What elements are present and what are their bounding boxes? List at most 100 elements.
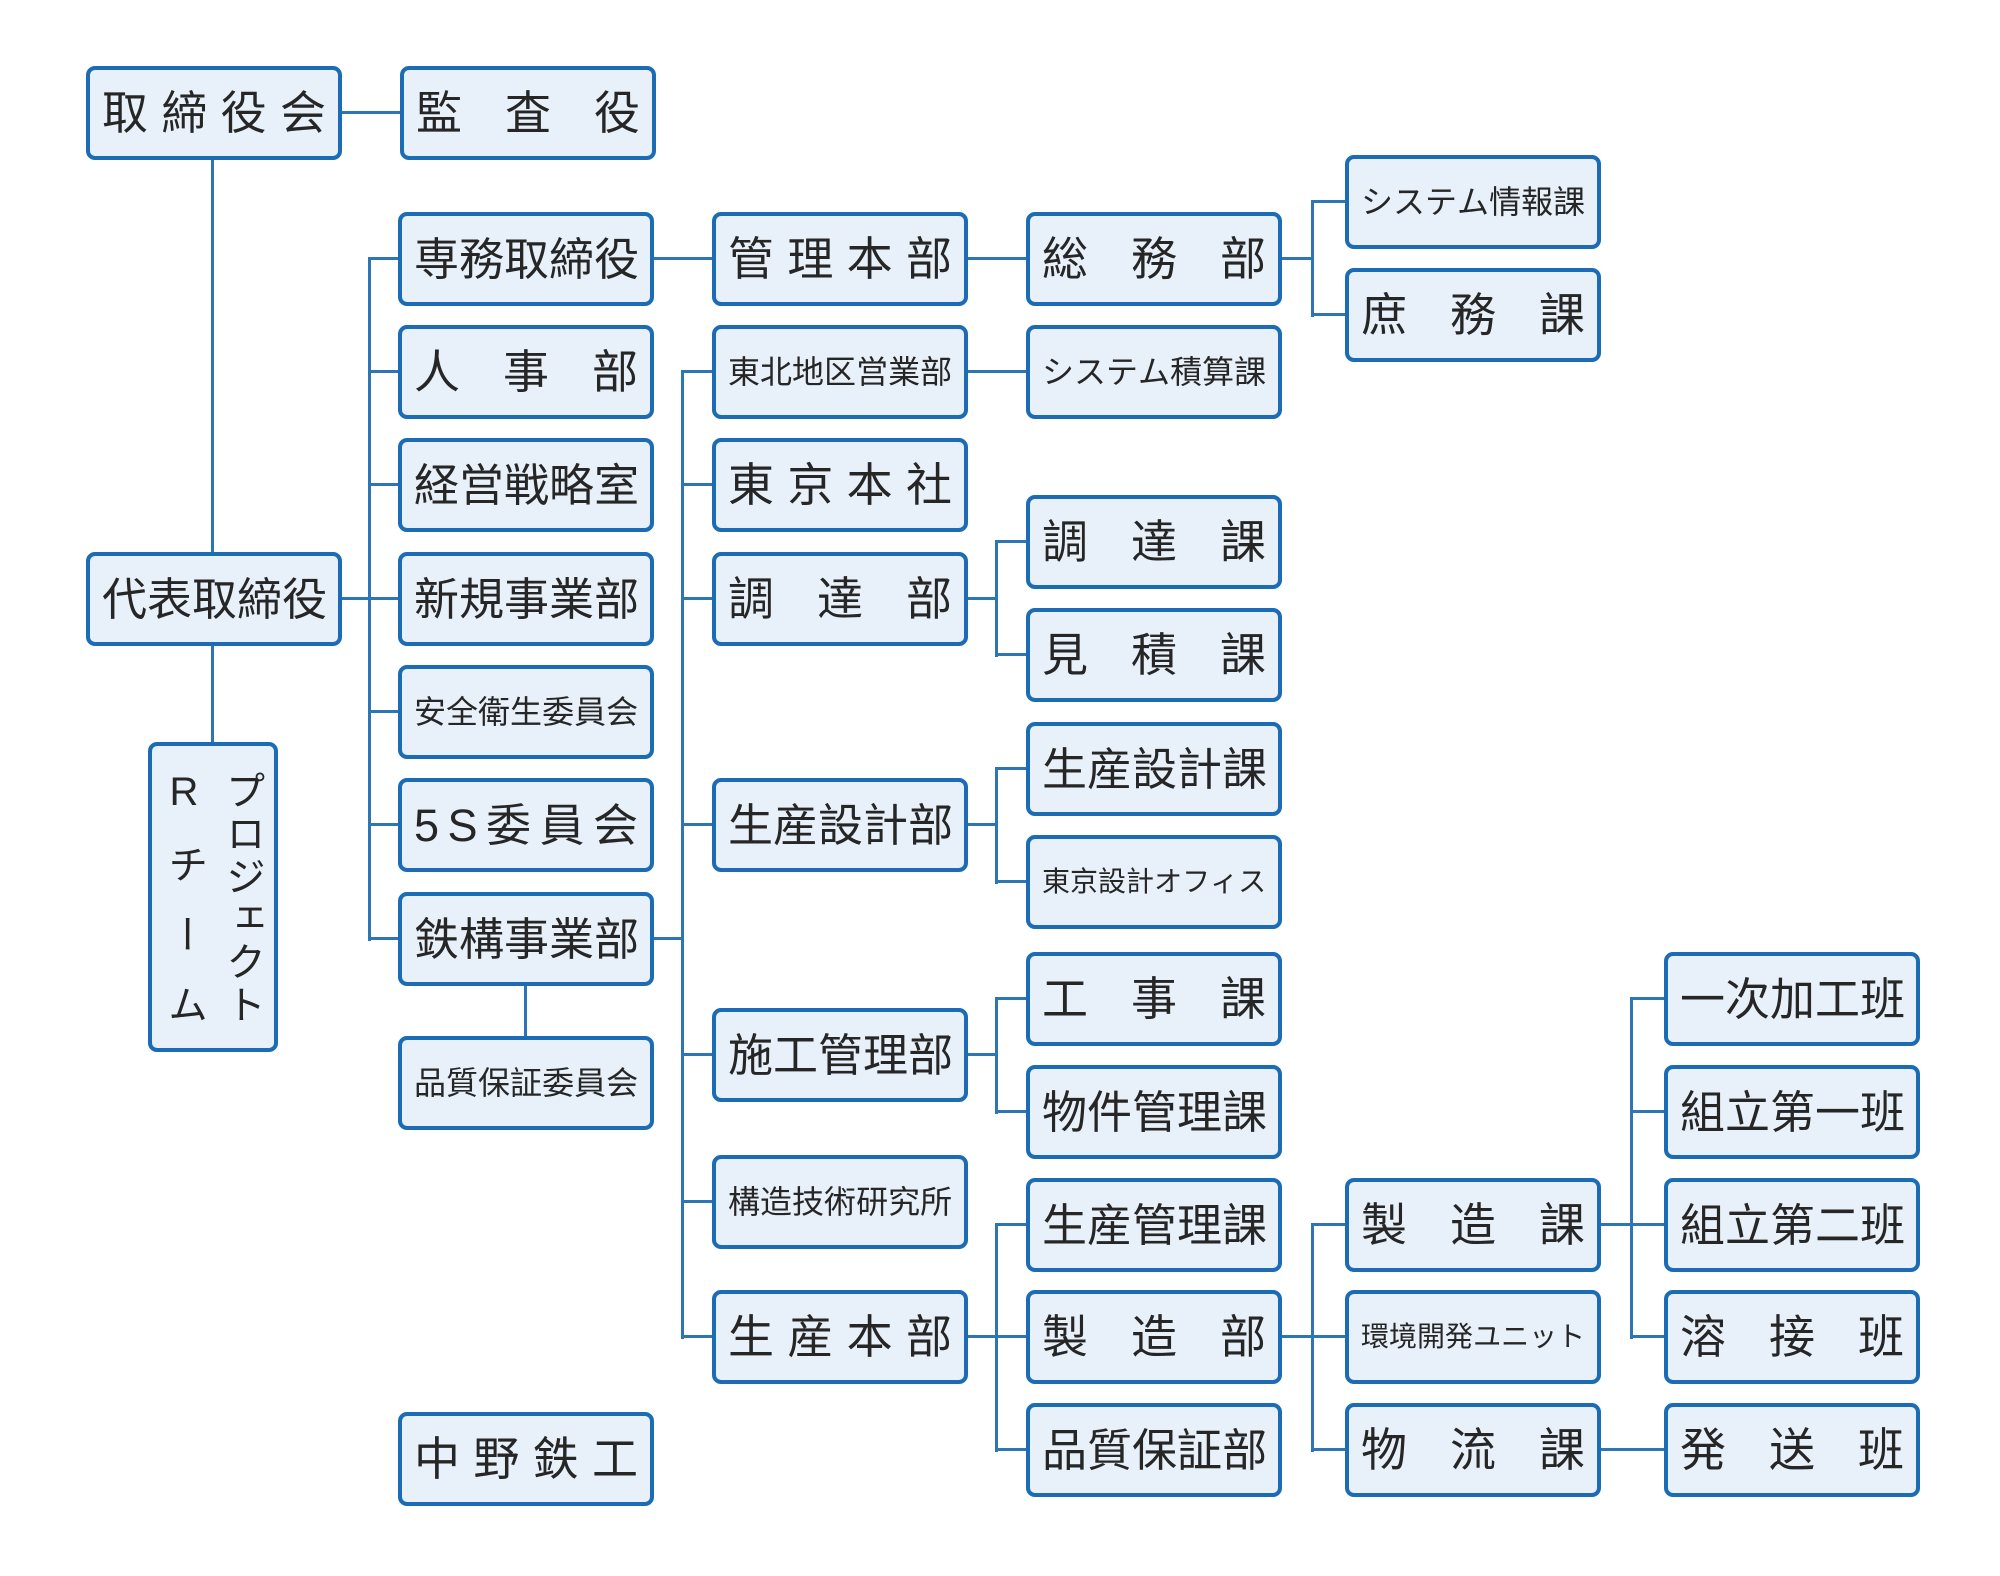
- connector-line: [370, 823, 398, 826]
- node-property-mgmt-sec: 物件管理課: [1026, 1065, 1282, 1159]
- node-production-hq: 生産本部: [712, 1290, 968, 1384]
- node-procurement-sec: 調達課: [1026, 495, 1282, 589]
- node-admin-hq: 管理本部: [712, 212, 968, 306]
- node-tokyo-head-office-label: 東京本社: [728, 459, 952, 511]
- connector-line: [1632, 997, 1664, 1000]
- node-strategy-office: 経営戦略室: [398, 438, 654, 532]
- connector-line: [683, 370, 712, 373]
- node-assembly-team-2-label: 組立第二班: [1680, 1199, 1906, 1251]
- connector-line: [654, 257, 712, 260]
- connector-line: [370, 370, 398, 373]
- node-property-mgmt-sec-label: 物件管理課: [1042, 1086, 1268, 1138]
- connector-line: [997, 1223, 1026, 1226]
- node-system-info-sec-label: システム情報課: [1361, 184, 1586, 220]
- connector-line: [1313, 200, 1345, 203]
- connector-line: [1313, 1335, 1345, 1338]
- connector-line: [681, 370, 684, 1339]
- connector-line: [968, 823, 997, 826]
- connector-line: [997, 767, 1026, 770]
- node-project-r-team-line1: プロジェクト: [220, 770, 264, 1024]
- node-assembly-team-1: 組立第一班: [1664, 1065, 1920, 1159]
- node-environment-dev-unit: 環境開発ユニット: [1345, 1290, 1601, 1384]
- connector-line: [211, 160, 214, 552]
- connector-line: [995, 540, 998, 657]
- node-production-control-sec-label: 生産管理課: [1042, 1199, 1268, 1251]
- node-board: 取締役会: [86, 66, 342, 160]
- node-senior-md-label: 専務取締役: [414, 233, 640, 285]
- connector-line: [1313, 1448, 1345, 1451]
- connector-line: [1313, 1223, 1345, 1226]
- node-president: 代表取締役: [86, 552, 342, 646]
- node-assembly-team-1-label: 組立第一班: [1680, 1086, 1906, 1138]
- node-environment-dev-unit-label: 環境開発ユニット: [1361, 1321, 1586, 1352]
- connector-line: [997, 997, 1026, 1000]
- node-system-estimation-sec-label: システム積算課: [1042, 354, 1267, 390]
- connector-line: [683, 597, 712, 600]
- connector-line: [968, 370, 1026, 373]
- node-tohoku-sales-dept: 東北地区営業部: [712, 325, 968, 419]
- node-estimation-sec-label: 見積課: [1042, 629, 1266, 681]
- connector-line: [683, 1053, 712, 1056]
- node-tokyo-design-office-label: 東京設計オフィス: [1042, 866, 1267, 897]
- node-manufacturing-dept: 製造部: [1026, 1290, 1282, 1384]
- connector-line: [995, 1223, 998, 1452]
- connector-line: [968, 257, 1026, 260]
- node-manufacturing-sec: 製造課: [1345, 1178, 1601, 1272]
- node-production-hq-label: 生産本部: [728, 1311, 952, 1363]
- connector-line: [342, 111, 400, 114]
- connector-line: [1313, 313, 1345, 316]
- connector-line: [370, 937, 398, 940]
- node-qa-committee: 品質保証委員会: [398, 1036, 654, 1130]
- connector-line: [683, 483, 712, 486]
- node-company-name-label: 中野鉄工: [414, 1433, 638, 1485]
- connector-line: [1311, 1223, 1314, 1452]
- node-strategy-office-label: 経営戦略室: [414, 459, 640, 511]
- node-general-affairs-dept: 総務部: [1026, 212, 1282, 306]
- node-shipping-team-label: 発送班: [1680, 1424, 1904, 1476]
- node-welding-team: 溶接班: [1664, 1290, 1920, 1384]
- connector-line: [1282, 1335, 1313, 1338]
- node-procurement-sec-label: 調達課: [1042, 516, 1266, 568]
- connector-line: [683, 823, 712, 826]
- connector-line: [995, 997, 998, 1114]
- connector-line: [995, 767, 998, 884]
- connector-line: [968, 1053, 997, 1056]
- node-steel-division-label: 鉄構事業部: [414, 913, 640, 965]
- connector-line: [1632, 1223, 1664, 1226]
- node-production-control-sec: 生産管理課: [1026, 1178, 1282, 1272]
- connector-line: [997, 1448, 1026, 1451]
- connector-line: [968, 1335, 997, 1338]
- node-construction-mgmt-dept: 施工管理部: [712, 1008, 968, 1102]
- node-construction-sec-label: 工事課: [1042, 973, 1266, 1025]
- connector-line: [1601, 1223, 1632, 1226]
- node-production-design-dept: 生産設計部: [712, 778, 968, 872]
- node-primary-processing-team: 一次加工班: [1664, 952, 1920, 1046]
- node-shipping-team: 発送班: [1664, 1403, 1920, 1497]
- node-tohoku-sales-dept-label: 東北地区営業部: [728, 354, 953, 390]
- node-structural-research-institute: 構造技術研究所: [712, 1155, 968, 1249]
- node-procurement-dept-label: 調達部: [728, 573, 952, 625]
- node-production-design-sec-label: 生産設計課: [1042, 743, 1268, 795]
- node-president-label: 代表取締役: [102, 573, 328, 625]
- node-safety-committee: 安全衛生委員会: [398, 665, 654, 759]
- node-structural-research-institute-label: 構造技術研究所: [728, 1184, 953, 1220]
- node-tokyo-design-office: 東京設計オフィス: [1026, 835, 1282, 929]
- connector-line: [370, 257, 398, 260]
- connector-line: [997, 1110, 1026, 1113]
- node-qa-committee-label: 品質保証委員会: [414, 1065, 639, 1101]
- connector-line: [1282, 257, 1313, 260]
- node-general-services-sec-label: 庶務課: [1361, 289, 1585, 341]
- node-logistics-sec-label: 物流課: [1361, 1424, 1585, 1476]
- node-company-name: 中野鉄工: [398, 1412, 654, 1506]
- connector-line: [997, 880, 1026, 883]
- node-construction-mgmt-dept-label: 施工管理部: [728, 1029, 954, 1081]
- node-logistics-sec: 物流課: [1345, 1403, 1601, 1497]
- node-new-business-dept: 新規事業部: [398, 552, 654, 646]
- connector-line: [370, 710, 398, 713]
- node-general-affairs-dept-label: 総務部: [1042, 233, 1266, 285]
- node-steel-division: 鉄構事業部: [398, 892, 654, 986]
